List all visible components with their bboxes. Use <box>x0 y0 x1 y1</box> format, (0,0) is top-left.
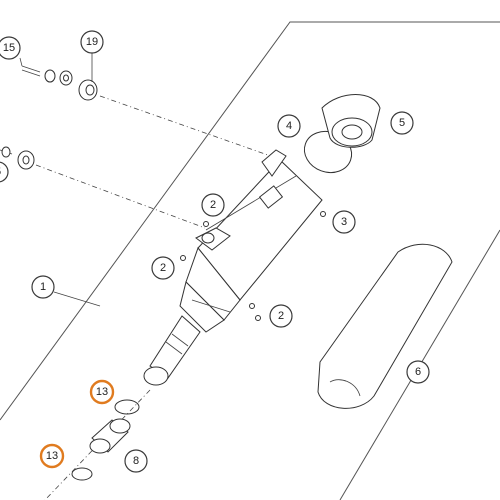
assembly-line-upper <box>99 95 283 161</box>
assembly-line-middle <box>35 164 206 229</box>
silencer-sleeve-6 <box>317 243 453 409</box>
svg-text:5: 5 <box>399 117 405 129</box>
svg-text:2: 2 <box>278 310 284 322</box>
svg-text:3: 3 <box>341 216 347 228</box>
end-cap-5 <box>321 94 381 148</box>
svg-text:6: 6 <box>415 366 421 378</box>
side-hardware-left <box>0 146 35 170</box>
silencer-body <box>179 149 323 333</box>
svg-text:5: 5 <box>0 166 1 178</box>
callout-15: 15 <box>0 36 21 60</box>
screws <box>180 211 326 321</box>
callout-6: 6 <box>406 360 430 384</box>
callout-19: 19 <box>80 30 104 54</box>
callout-13-lower: 13 <box>39 443 65 469</box>
callout-2-top: 2 <box>201 193 225 217</box>
callout-2-mid: 2 <box>151 256 175 280</box>
svg-text:19: 19 <box>86 36 98 48</box>
svg-text:1: 1 <box>40 281 46 293</box>
leader-1 <box>53 291 101 307</box>
callout-4: 4 <box>277 114 301 138</box>
frame-outline <box>0 21 500 421</box>
svg-text:13: 13 <box>46 450 58 462</box>
svg-text:4: 4 <box>286 120 292 132</box>
header-pipe <box>143 315 201 386</box>
spring-sleeve-8 <box>89 418 131 454</box>
gasket-ring-13 <box>114 399 140 415</box>
leader-15 <box>19 57 23 67</box>
callout-13-upper: 13 <box>89 379 115 405</box>
callout-8: 8 <box>124 449 148 473</box>
callout-3: 3 <box>332 210 356 234</box>
callout-1: 1 <box>31 275 55 299</box>
bolt-15 <box>21 65 73 86</box>
grommet-19 <box>78 79 98 101</box>
svg-text:2: 2 <box>160 262 166 274</box>
svg-text:2: 2 <box>210 199 216 211</box>
svg-text:15: 15 <box>3 42 15 54</box>
callout-2-bottom: 2 <box>269 304 293 328</box>
callout-edge: 5 <box>0 161 9 183</box>
gasket-ring-13-lower <box>71 467 93 481</box>
svg-text:13: 13 <box>96 386 108 398</box>
callout-5: 5 <box>390 111 414 135</box>
svg-text:8: 8 <box>133 455 139 467</box>
